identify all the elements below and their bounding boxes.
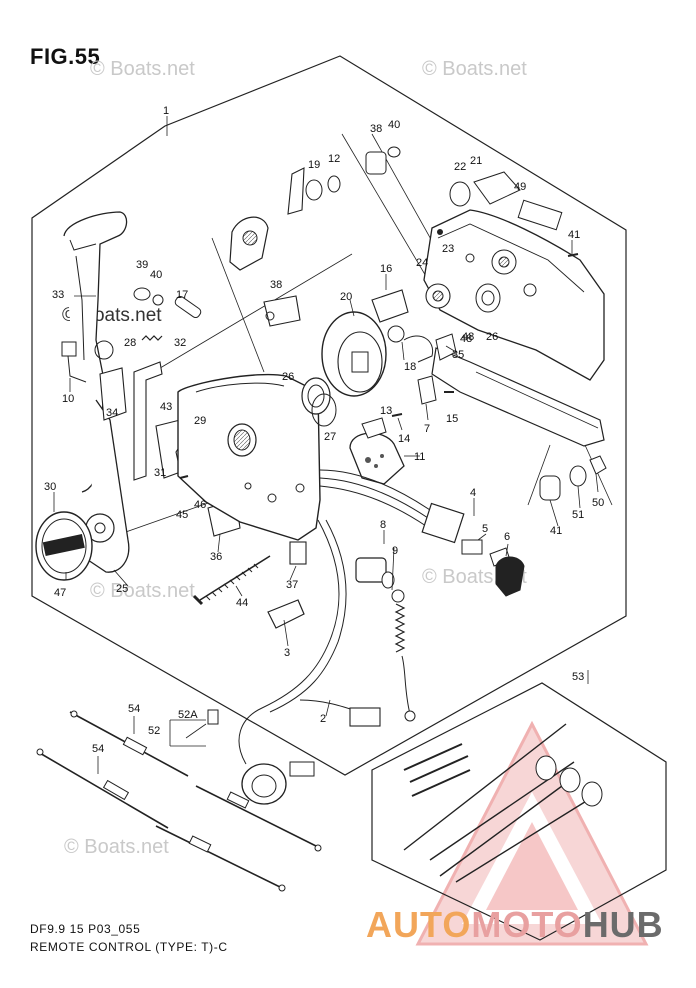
assembly-frame [31, 55, 627, 776]
lever-cap [35, 511, 93, 581]
control-housing [177, 373, 321, 541]
callout: 9 [392, 545, 398, 557]
callout: 47 [54, 587, 66, 599]
callout: 23 [442, 243, 454, 255]
callout: 20 [340, 291, 352, 303]
callout: 53 [572, 671, 584, 683]
callout: 50 [592, 497, 604, 509]
callout: 21 [470, 155, 482, 167]
figure-caption: REMOTE CONTROL (TYPE: T)-C [30, 940, 228, 954]
callout: 29 [194, 415, 206, 427]
gear-disc [321, 311, 387, 397]
callout: 14 [398, 433, 410, 445]
trim-harness-plug [241, 761, 315, 805]
watermark: © Boats.net [90, 580, 195, 602]
callout: 1 [163, 105, 169, 117]
watermark: © Boats.net [64, 836, 169, 858]
callout: 18 [404, 361, 416, 373]
figure-code: DF9.9 15 P03_055 [30, 922, 141, 936]
callout: 38 [270, 279, 282, 291]
callout: 26 [486, 331, 498, 343]
brand-auto: AUTO [366, 904, 472, 945]
callout: 40 [150, 269, 162, 281]
callout: 45 [176, 509, 188, 521]
callout: 54 [128, 703, 140, 715]
callout: 16 [380, 263, 392, 275]
callout: 48 [462, 331, 474, 343]
side-cover-plate [423, 209, 605, 447]
callout: 31 [154, 467, 166, 479]
brand-logo: AUTOMOTOHUB [366, 904, 664, 946]
brand-moto: MOTO [471, 904, 583, 945]
callout: 36 [210, 551, 222, 563]
callout: 11 [414, 451, 425, 463]
callout: 39 [136, 259, 148, 271]
callout: 7 [424, 423, 430, 435]
callout: 37 [286, 579, 298, 591]
callout: 25 [116, 583, 128, 595]
key-switch [421, 502, 511, 567]
callout: 34 [106, 407, 118, 419]
callout: 8 [380, 519, 386, 531]
callout: 24 [416, 257, 428, 269]
callout: 44 [236, 597, 248, 609]
callout-labels: 1 2 3 4 5 6 7 8 9 10 11 12 13 14 15 16 1… [44, 105, 604, 755]
callout: 49 [514, 181, 526, 193]
callout: 12 [328, 153, 340, 165]
callout: 46 [194, 499, 206, 511]
callout: 27 [324, 431, 336, 443]
callout: 43 [160, 401, 172, 413]
callout: 52A [178, 709, 198, 721]
callout: 54 [92, 743, 104, 755]
callout: 28 [124, 337, 136, 349]
callout: 52 [148, 725, 160, 737]
callout: 15 [446, 413, 458, 425]
callout: 4 [470, 487, 476, 499]
callout: 22 [454, 161, 466, 173]
callout: 41 [568, 229, 580, 241]
callout: 32 [174, 337, 186, 349]
callout: 13 [380, 405, 392, 417]
callout: 41 [550, 525, 562, 537]
figure-title: FIG.55 [30, 44, 101, 69]
callout: 5 [482, 523, 488, 535]
neutral-switch-bracket [61, 340, 163, 481]
callout: 33 [52, 289, 64, 301]
callout: 30 [44, 481, 56, 493]
callout: 38 [370, 123, 382, 135]
callout: 3 [284, 647, 290, 659]
callout: 19 [308, 159, 320, 171]
installation-kit [403, 723, 603, 883]
callout: 40 [388, 119, 400, 131]
callout: 2 [320, 713, 326, 725]
callout: 51 [572, 509, 584, 521]
control-cables [36, 710, 322, 892]
callout: 17 [176, 289, 188, 301]
callout: 10 [62, 393, 74, 405]
watermark: © Boats.net [422, 58, 527, 80]
trim-switch [349, 417, 405, 485]
kit-frame [371, 682, 667, 941]
stop-switch-lanyard [355, 557, 416, 722]
callout: 48 [460, 333, 472, 345]
callout: 6 [504, 531, 510, 543]
wire-harness [238, 469, 431, 765]
callout: 26 [282, 371, 294, 383]
brand-hub: HUB [582, 904, 664, 945]
watermark: © Boats.net [90, 58, 195, 80]
callout-leaders [53, 116, 599, 774]
callout: 35 [452, 349, 464, 361]
